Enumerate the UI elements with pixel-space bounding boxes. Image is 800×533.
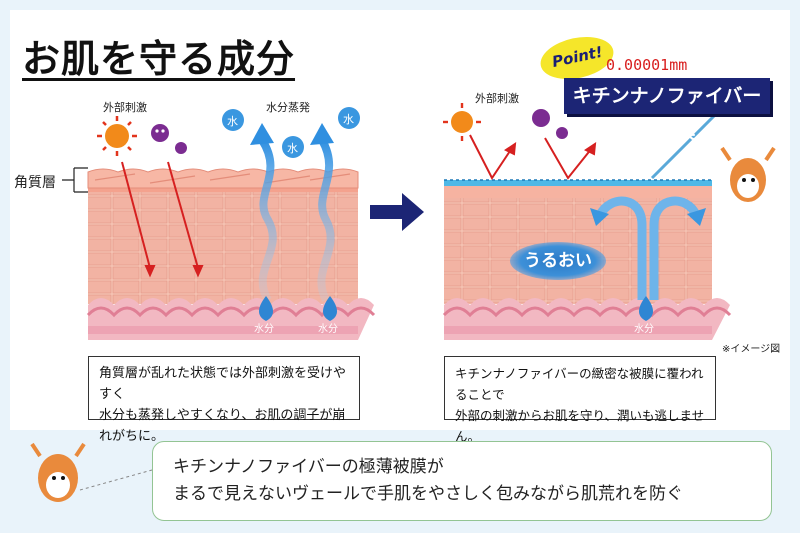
left-stimulus-arrows: [121, 161, 204, 278]
mascot-icon: [720, 146, 776, 202]
layer-label: 角質層: [14, 175, 56, 191]
external-stimulus-label: 外部刺激: [103, 101, 147, 114]
water-char: 水: [227, 115, 238, 128]
right-caption: キチンナノファイバーの緻密な被膜に覆われることで 外部の刺激からお肌を守り、潤い…: [444, 356, 716, 444]
transition-arrow: [370, 193, 424, 231]
fiber-pointer-line: [650, 108, 722, 180]
layer-bracket: [62, 167, 88, 193]
water-char: 水: [343, 113, 354, 126]
water-droplet-icon: [222, 107, 360, 321]
water-drop-label: 水分: [254, 324, 274, 335]
caption-line: 外部の刺激からお肌を守り、潤いも逃しません。: [455, 408, 705, 444]
speech-bubble: キチンナノファイバーの極薄被膜が まるで見えないヴェールで手肌をやさしく包みなが…: [152, 441, 772, 521]
water-drop-label: 水分: [634, 324, 654, 335]
retained-moisture-arrows: [590, 196, 706, 321]
water-drop-label: 水分: [318, 324, 338, 335]
right-skin-section: [442, 179, 732, 340]
bubble-line: キチンナノファイバーの極薄被膜が: [173, 457, 444, 477]
evaporation-arrows: [250, 123, 335, 303]
page-title: お肌を守る成分: [22, 37, 296, 81]
point-label: Point!: [550, 42, 605, 72]
fiber-film-label: キチンナノファイバーの被膜: [564, 78, 770, 143]
caption-line: 角質層が乱れた状態では外部刺激を受けやすく: [99, 366, 347, 402]
sun-icon: [97, 116, 137, 156]
caption-line: 水分も蒸発しやすくなり、お肌の調子が崩れがちに。: [99, 408, 346, 444]
external-stimulus-label: 外部刺激: [475, 92, 519, 105]
bubble-line: まるで見えないヴェールで手肌をやさしく包みながら肌荒れを防ぐ: [173, 484, 683, 504]
caption-line: キチンナノファイバーの緻密な被膜に覆われることで: [455, 366, 704, 402]
mascot-icon: [30, 442, 153, 502]
moisture-label: うるおい: [510, 242, 606, 280]
thickness-value: 0.00001mm: [606, 56, 688, 74]
left-skin-section: [86, 168, 376, 340]
germ-icon: [151, 124, 187, 154]
water-char: 水: [287, 142, 298, 155]
sun-icon: [443, 103, 481, 141]
deflected-stimulus-arrows: [469, 134, 597, 180]
image-note: ※イメージ図: [722, 344, 781, 355]
left-caption: 角質層が乱れた状態では外部刺激を受けやすく 水分も蒸発しやすくなり、お肌の調子が…: [88, 356, 360, 444]
germ-icon: [532, 109, 568, 139]
evaporation-label: 水分蒸発: [266, 101, 310, 114]
